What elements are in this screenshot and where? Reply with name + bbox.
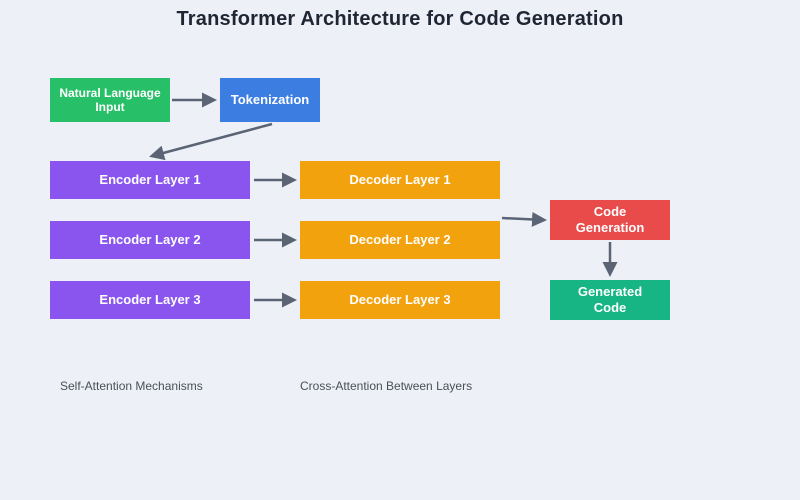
node-decoder-layer-2-label: Decoder Layer 2: [349, 232, 451, 248]
node-encoder-layer-1-label: Encoder Layer 1: [99, 172, 201, 188]
node-encoder-layer-3: Encoder Layer 3: [50, 281, 250, 319]
node-encoder-layer-2: Encoder Layer 2: [50, 221, 250, 259]
node-natural-language-input: Natural Language Input: [50, 78, 170, 122]
node-encoder-layer-2-label: Encoder Layer 2: [99, 232, 201, 248]
node-tokenization-label: Tokenization: [230, 92, 310, 108]
arrow-tokenization-to-encoder1: [149, 122, 273, 161]
node-generated-code: Generated Code: [550, 280, 670, 320]
annotation-self-attention: Self-Attention Mechanisms: [60, 379, 203, 393]
node-decoder-layer-2: Decoder Layer 2: [300, 221, 500, 259]
node-tokenization: Tokenization: [220, 78, 320, 122]
annotation-cross-attention: Cross-Attention Between Layers: [300, 379, 473, 393]
node-natural-language-input-label: Natural Language Input: [59, 85, 161, 114]
node-decoder-layer-1-label: Decoder Layer 1: [349, 172, 451, 188]
node-decoder-layer-1: Decoder Layer 1: [300, 161, 500, 199]
node-encoder-layer-3-label: Encoder Layer 3: [99, 292, 201, 308]
diagram-title: Transformer Architecture for Code Genera…: [176, 8, 624, 30]
node-encoder-layer-1: Encoder Layer 1: [50, 161, 250, 199]
arrow-decoder2-to-code-generation: [501, 211, 547, 227]
node-decoder-layer-3: Decoder Layer 3: [300, 281, 500, 319]
node-code-generation-label: Code Generation: [575, 204, 645, 235]
node-decoder-layer-3-label: Decoder Layer 3: [349, 292, 451, 308]
node-code-generation: Code Generation: [550, 200, 670, 240]
node-generated-code-label: Generated Code: [577, 284, 643, 315]
